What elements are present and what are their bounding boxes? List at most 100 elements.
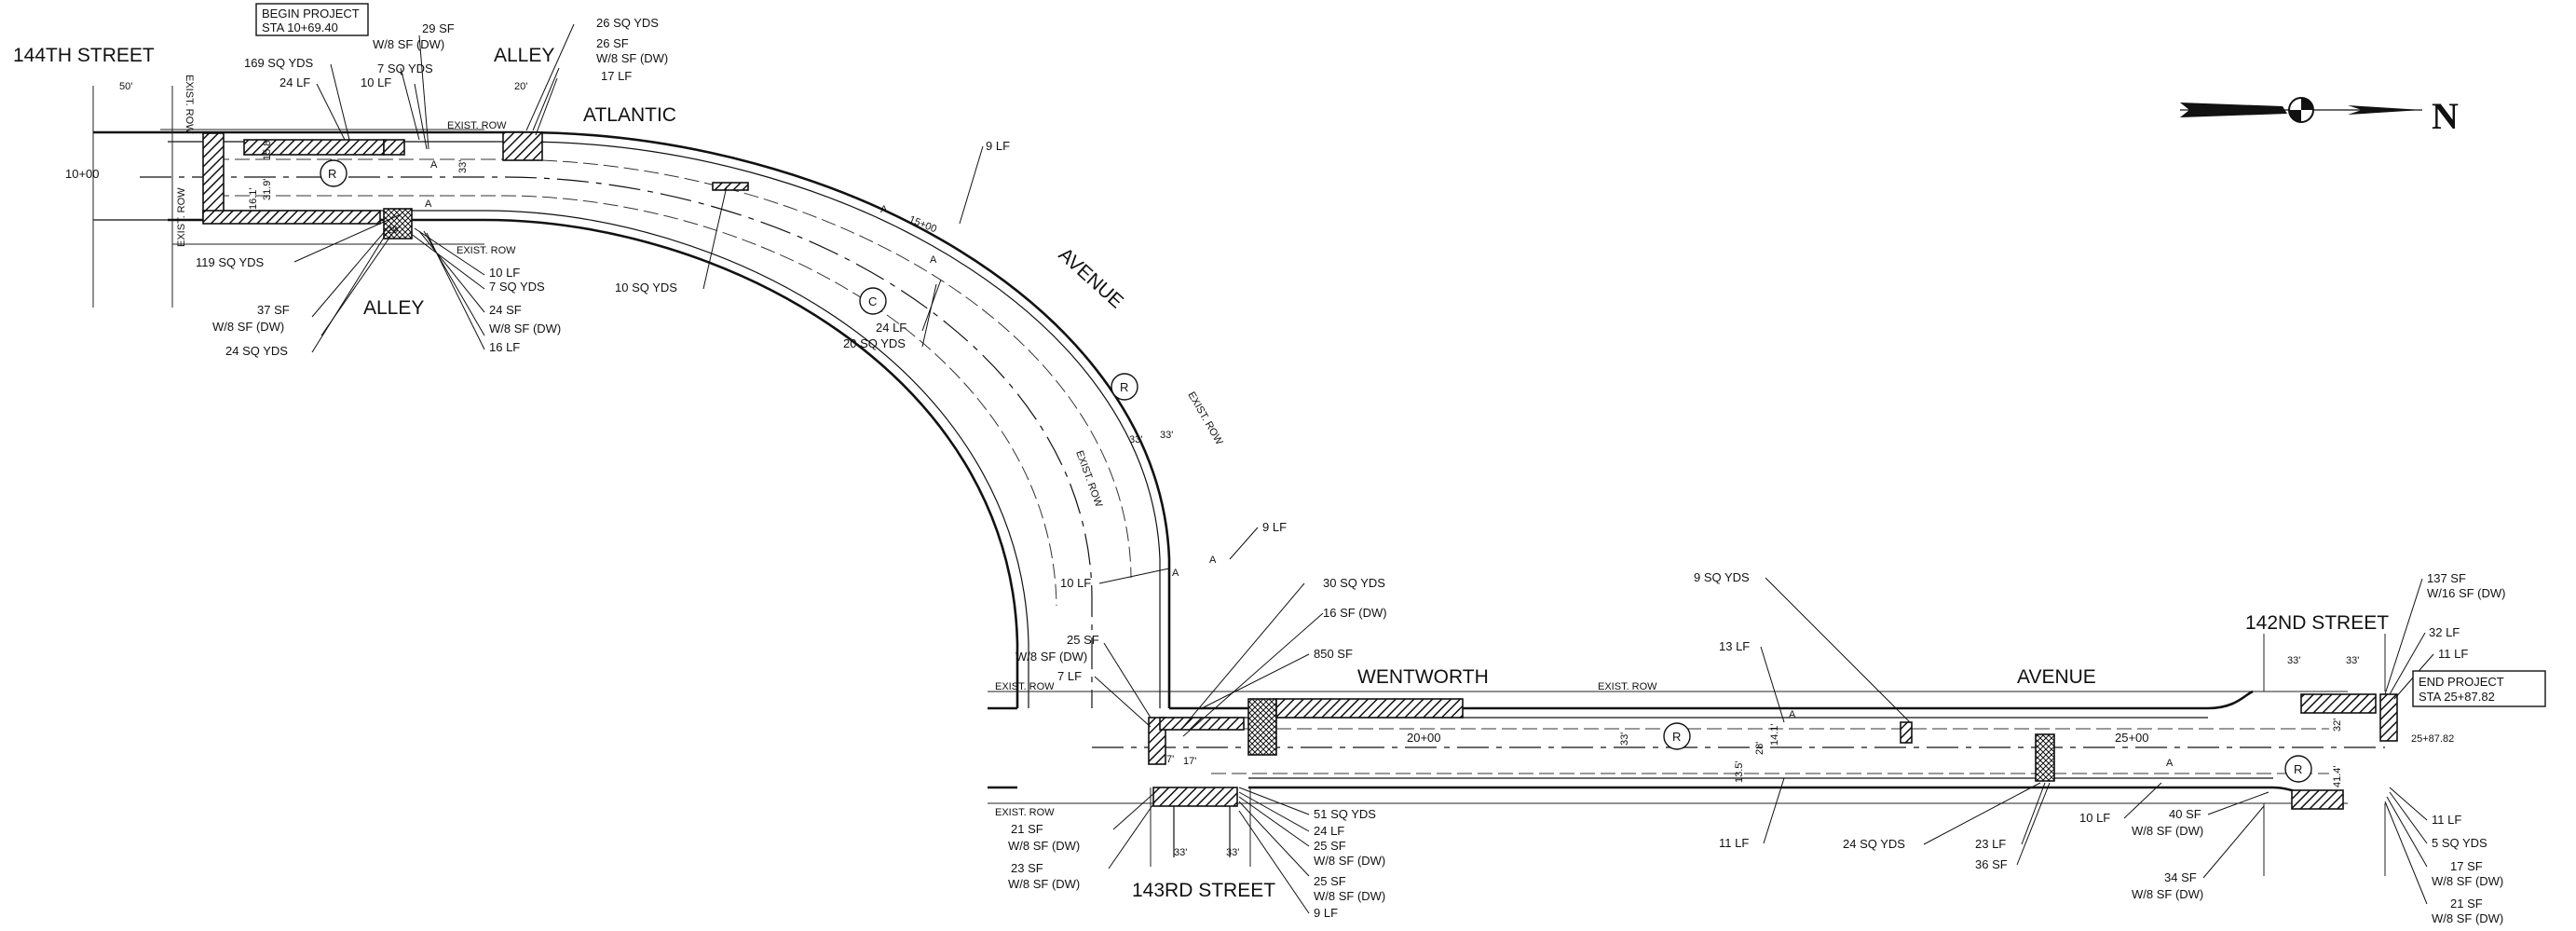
symbol-r-2: R [1120, 380, 1128, 394]
label-11-lf-a: 11 LF [1719, 836, 1749, 850]
end-project-box [2412, 670, 2546, 707]
label-24-lf-b: 24 LF [876, 321, 906, 335]
street-avenue-2: AVENUE [2017, 666, 2096, 688]
label-51-sq-yds: 51 SQ YDS [1314, 807, 1376, 821]
dim-33h: 33' [2346, 655, 2359, 666]
label-29-w8: W/8 SF (DW) [373, 37, 444, 51]
symbol-r-circle-3 [1663, 722, 1691, 750]
label-26-sq-yds: 26 SQ YDS [596, 16, 659, 30]
dim-14-1: 14.1' [1769, 723, 1780, 746]
dim-33g: 33' [2287, 655, 2300, 666]
leader-lines [293, 23, 2434, 914]
label-25-w8-b: W/8 SF (DW) [1314, 854, 1385, 868]
label-17-lf: 17 LF [601, 69, 632, 83]
label-21-sf-a: 21 SF [1011, 822, 1043, 836]
label-10-sq-yds: 10 SQ YDS [615, 281, 677, 294]
label-137-w16: W/16 SF (DW) [2427, 586, 2506, 600]
label-11-lf-b: 11 LF [2438, 647, 2468, 661]
label-169-sq-yds: 169 SQ YDS [244, 56, 314, 70]
street-atlantic: ATLANTIC [583, 104, 676, 126]
label-23-sf: 23 SF [1011, 861, 1043, 875]
label-36-sf: 36 SF [1975, 857, 2008, 871]
label-7-sq-yds-b: 7 SQ YDS [489, 280, 545, 294]
begin-project-title: BEGIN PROJECT [262, 7, 360, 21]
begin-project-box [255, 3, 369, 36]
symbol-a-6: A [1209, 554, 1217, 566]
symbol-c: C [868, 294, 877, 308]
begin-project-station: STA 10+69.40 [262, 21, 338, 34]
label-34-sf: 34 SF [2164, 870, 2197, 884]
label-16-sf-dw: 16 SF (DW) [1323, 606, 1387, 620]
label-26-w8: W/8 SF (DW) [596, 51, 668, 65]
begin-project-pavement [202, 132, 225, 218]
label-13-lf: 13 LF [1719, 639, 1750, 653]
symbol-a-5: A [1172, 568, 1179, 579]
dim-41-4: 41.4' [2332, 765, 2343, 787]
dim-17: 17' [1183, 756, 1196, 767]
street-alley-bottom: ALLEY [363, 297, 424, 319]
dim-33e: 33' [1226, 847, 1239, 858]
label-40-w8: W/8 SF (DW) [2132, 824, 2203, 838]
label-25-sf-b: 25 SF [1314, 839, 1346, 853]
pavement-removal-areas [202, 131, 2398, 810]
symbol-c-circle [859, 287, 887, 315]
label-10-lf-b: 10 LF [489, 266, 520, 280]
label-9-lf-c: 9 LF [1314, 906, 1338, 920]
label-21-w8-b: W/8 SF (DW) [2432, 911, 2503, 925]
end-project-station: STA 25+87.82 [2419, 690, 2495, 704]
dim-20b: 20' [387, 225, 400, 236]
label-137-sf: 137 SF [2427, 571, 2466, 585]
label-9-sq-yds: 9 SQ YDS [1694, 570, 1750, 584]
label-37-sf: 37 SF [257, 303, 290, 317]
exist-row-label-6: EXIST. ROW [1185, 390, 1224, 448]
end-project-title: END PROJECT [2419, 675, 2504, 689]
exist-row-vert-1: EXIST. ROW [184, 75, 195, 134]
label-24-sq-yds-b: 24 SQ YDS [1843, 837, 1905, 851]
label-40-sf: 40 SF [2169, 807, 2201, 821]
exist-row-label-2: EXIST. ROW [457, 245, 516, 256]
dim-15-8: 15.8' [262, 138, 273, 160]
label-10-lf-d: 10 LF [2079, 811, 2110, 825]
street-avenue-1: AVENUE [1055, 244, 1127, 313]
label-7-sq-yds-a: 7 SQ YDS [377, 62, 433, 75]
atlantic-avenue-roadway [92, 86, 1171, 708]
annotations: 144TH STREET ALLEY ATLANTIC AVENUE ALLEY… [13, 7, 2506, 925]
station-25: 25+00 [2115, 731, 2149, 745]
inlet-symbols [320, 159, 2312, 783]
street-142nd: 142ND STREET [2245, 612, 2389, 634]
station-20: 20+00 [1407, 731, 1441, 745]
label-24-lf-c: 24 LF [1314, 824, 1344, 838]
symbol-r-1: R [328, 167, 336, 181]
label-25-w8-a: W/8 SF (DW) [1015, 650, 1087, 664]
symbol-r-circle-1 [320, 159, 348, 187]
label-119-sq-yds: 119 SQ YDS [196, 255, 265, 269]
dim-31-9: 31.9' [262, 178, 273, 200]
label-20-sq-yds: 20 SQ YDS [843, 336, 906, 350]
label-9-lf-a: 9 LF [986, 139, 1010, 153]
label-16-lf: 16 LF [489, 340, 520, 354]
label-25-sf-a: 25 SF [1067, 633, 1099, 647]
symbol-a-4: A [930, 254, 937, 266]
label-7-lf: 7 LF [1057, 669, 1082, 683]
station-25-end: 25+87.82 [2411, 733, 2454, 745]
symbol-r-4: R [2294, 762, 2302, 776]
label-17-w8: W/8 SF (DW) [2432, 874, 2503, 888]
exist-row-label-1: EXIST. ROW [447, 120, 507, 131]
dim-32: 32' [2332, 719, 2343, 732]
exist-row-label-5: EXIST. ROW [1598, 681, 1657, 692]
label-24-lf-a: 24 LF [279, 75, 310, 89]
dim-13-5: 13.5' [1734, 760, 1745, 783]
symbol-a-2: A [425, 199, 432, 210]
symbol-a-1: A [430, 159, 438, 171]
dim-28: 28' [1754, 742, 1765, 755]
label-850-sf: 850 SF [1314, 647, 1353, 661]
dim-7: 7' [1166, 754, 1174, 765]
label-24-sq-yds-a: 24 SQ YDS [225, 344, 288, 358]
symbol-a-3: A [880, 204, 888, 215]
north-arrow-icon [2180, 97, 2422, 123]
dim-33c: 33' [1160, 430, 1173, 441]
label-17-sf: 17 SF [2450, 859, 2483, 873]
street-alley-top: ALLEY [494, 45, 554, 66]
label-30-sq-yds: 30 SQ YDS [1323, 576, 1385, 590]
label-37-w8: W/8 SF (DW) [212, 320, 284, 334]
